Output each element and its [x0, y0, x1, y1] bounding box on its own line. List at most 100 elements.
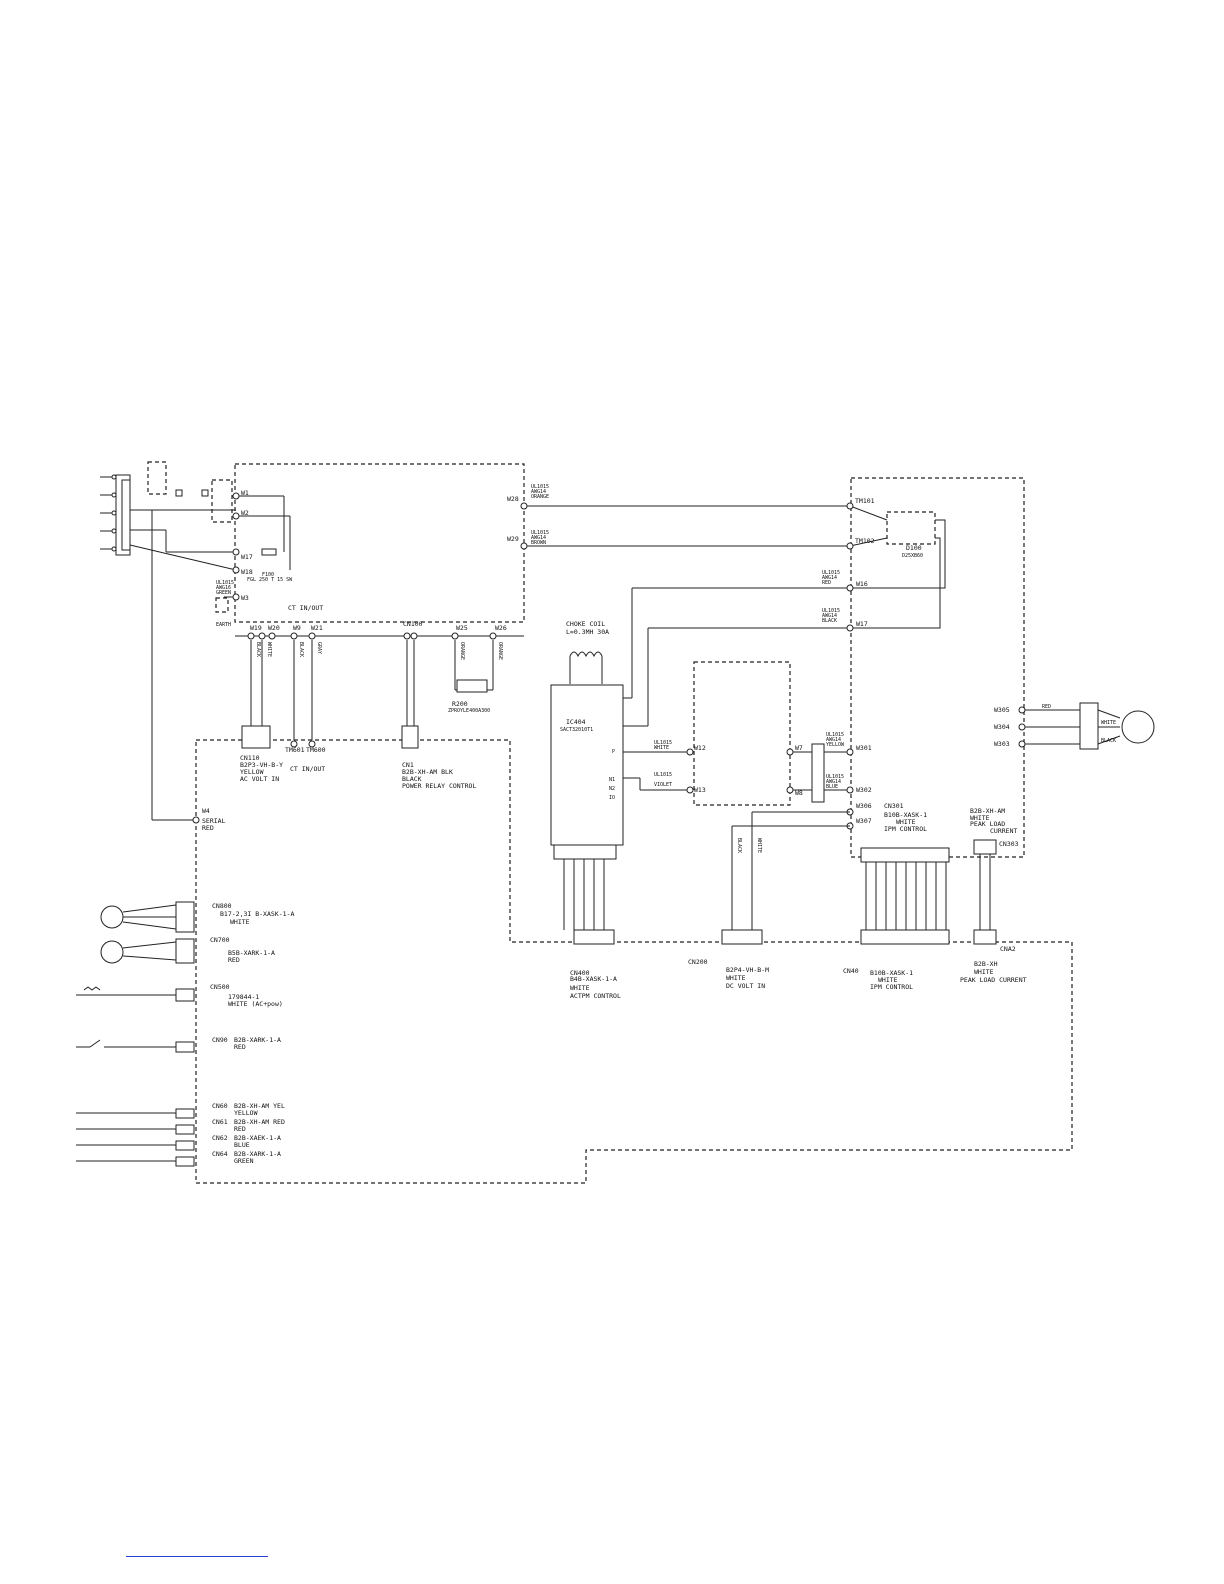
cn64-color: GREEN [234, 1157, 254, 1165]
cn200-wire-black: BLACK [736, 838, 742, 853]
w28-spec-3: ORANGE [531, 494, 549, 500]
cn1-connector [401, 725, 419, 749]
terminal-w13 [686, 786, 694, 794]
cn500-color: WHITE (AC+pow) [228, 1000, 283, 1008]
d100-out-plus [850, 519, 946, 589]
ic-pin-io: IO [609, 795, 615, 801]
cn200-name: CN200 [688, 958, 708, 966]
cn1-part: B2B-XH-AM BLK [402, 768, 453, 776]
ct-label-top: CT IN/OUT [288, 604, 323, 612]
cn301-name: CN301 [884, 802, 904, 810]
cn90-color: RED [234, 1043, 246, 1051]
cn500-part: 179844-1 [228, 993, 259, 1001]
terminal-tm102 [846, 542, 854, 550]
w28-spec-2: AWG14 [531, 489, 546, 495]
w12-spec-1: UL1015 [654, 740, 672, 746]
cn62-name: CN62 [212, 1134, 228, 1142]
terminal-w303 [1018, 740, 1026, 748]
power-board-outline [850, 477, 1025, 858]
terminal-w17 [232, 548, 240, 556]
terminal-label-w7: W7 [795, 744, 803, 752]
w26-spec: ORANGE [497, 642, 503, 660]
terminal-label-w9: W9 [293, 624, 301, 632]
terminal-w12 [686, 748, 694, 756]
cn61-name: CN61 [212, 1118, 228, 1126]
cn110-connector [241, 725, 271, 749]
cn62-color: BLUE [234, 1141, 250, 1149]
terminal-label-w306: W306 [856, 802, 872, 810]
ic404-name: IC404 [566, 718, 586, 726]
terminal-label-w303: W303 [994, 740, 1010, 748]
motor-connector [1025, 702, 1121, 750]
terminal-w302 [846, 786, 854, 794]
terminal-w304 [1018, 723, 1026, 731]
cn40-part: B10B-XASK-1 [870, 969, 913, 977]
w20-spec: WHITE [266, 642, 272, 657]
cn303-name: CN303 [999, 840, 1019, 848]
terminal-w8 [786, 786, 794, 794]
ct-label-bottom: CT IN/OUT [290, 765, 325, 773]
terminal-w3 [232, 593, 240, 601]
w25-spec: ORANGE [459, 642, 465, 660]
terminal-label-w21: W21 [311, 624, 323, 632]
bottom-connector-shapes [553, 811, 997, 945]
terminal-label-w17: W17 [241, 553, 253, 561]
terminal-w4 [192, 816, 200, 824]
tm601-label: TM601 [285, 746, 305, 754]
serial-name: SERIAL [202, 817, 226, 825]
terminal-w2 [232, 512, 240, 520]
cna2-color: WHITE [974, 968, 994, 976]
ic404-wiring [563, 587, 850, 930]
terminal-label-w1: W1 [241, 489, 249, 497]
w28-spec-1: UL1015 [531, 484, 549, 490]
w13-spec-2: VIOLET [654, 782, 672, 788]
cn400-desc: ACTPM CONTROL [570, 992, 621, 1000]
cn301-desc: IPM CONTROL [884, 825, 927, 833]
cn301-color: WHITE [896, 818, 916, 826]
terminal-label-w29: W29 [507, 535, 519, 543]
terminal-label-w3: W3 [241, 594, 249, 602]
motor-white: WHITE [1101, 720, 1116, 726]
terminal-label-tm102: TM102 [855, 537, 875, 545]
left-connector-shapes [76, 901, 195, 1167]
cn60-name: CN60 [212, 1102, 228, 1110]
tm600-terminal [308, 740, 316, 748]
d100-part: D25XB60 [902, 553, 923, 559]
ic-pin-n2: N2 [609, 786, 615, 792]
terminal-w28 [520, 502, 528, 510]
d100-wire-1 [849, 505, 888, 521]
terminal-label-w304: W304 [994, 723, 1010, 731]
cn800-color: WHITE [230, 918, 250, 926]
serial-w4: W4 [202, 807, 210, 815]
terminal-tm101 [846, 502, 854, 510]
cn200-part: B2P4-VH-B-M [726, 966, 769, 974]
cn1-desc: POWER RELAY CONTROL [402, 782, 476, 790]
w301-spec-1: UL1015 [826, 732, 844, 738]
terminal-w16 [846, 584, 854, 592]
cn303-color: WHITE [970, 814, 990, 822]
terminal-label-w305: W305 [994, 706, 1010, 714]
w16-spec-3: RED [822, 580, 831, 586]
terminal-label-w2: W2 [241, 509, 249, 517]
w302-spec-1: UL1015 [826, 774, 844, 780]
footer-link-underline[interactable] [126, 1556, 268, 1557]
cn100-label: CN100 [403, 620, 423, 628]
w302-spec-3: BLUE [826, 784, 838, 790]
w29-spec-3: BROWN [531, 540, 546, 546]
w16-spec-2: AWG14 [822, 575, 837, 581]
tm600-label: TM600 [306, 746, 326, 754]
choke-value: L=0.3MH 30A [566, 628, 609, 636]
d100-bridge [886, 511, 936, 545]
cn303-part: B2B-XH-AM [970, 807, 1005, 815]
ipm-box-outline [693, 661, 791, 806]
terminal-label-w18: W18 [241, 568, 253, 576]
cn700-part: B5B-XARK-1-A [228, 949, 275, 957]
cna2-part: B2B-XH [974, 960, 998, 968]
cn303-desc-1: PEAK LOAD [970, 820, 1005, 828]
cn90-name: CN90 [212, 1036, 228, 1044]
earth-spec-2: AWG16 [216, 585, 231, 591]
cn61-part: B2B-XH-AM RED [234, 1118, 285, 1126]
w12-spec-2: WHITE [654, 745, 669, 751]
r200-name: R200 [452, 700, 468, 708]
cn800-name: CN800 [212, 902, 232, 910]
